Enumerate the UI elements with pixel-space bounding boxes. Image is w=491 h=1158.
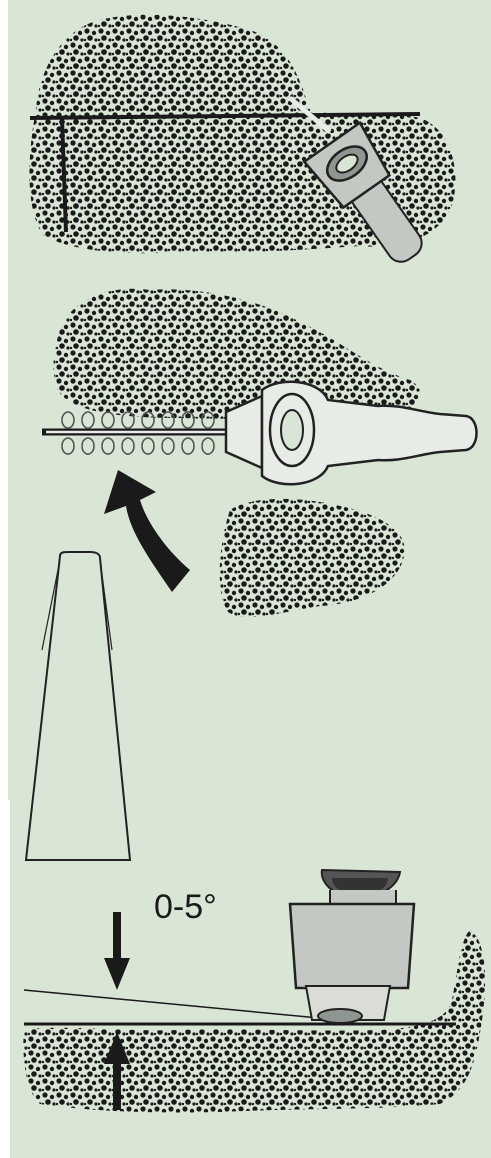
- angle-range-label: 0-5°: [154, 888, 217, 927]
- hedge-foliage-top-dense: [58, 45, 286, 232]
- background-gap: [0, 800, 10, 1158]
